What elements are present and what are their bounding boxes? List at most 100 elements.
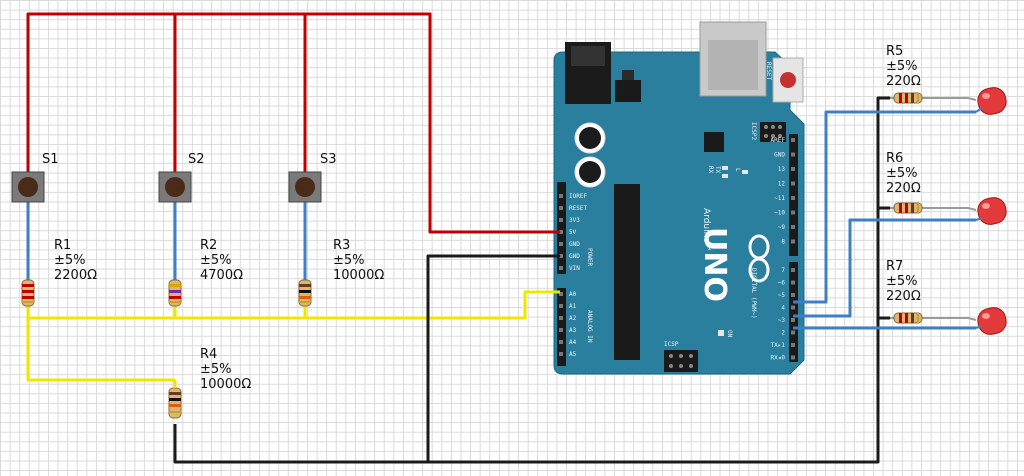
pin-label: A1	[569, 303, 577, 310]
resistor-value: 220Ω	[886, 181, 921, 196]
pin-label: 7	[781, 267, 785, 274]
icsp2-label: ICSP2	[750, 122, 757, 140]
pin-label: A0	[569, 291, 577, 298]
pin-label: 12	[778, 181, 786, 188]
resistor-value: 220Ω	[886, 74, 921, 89]
switch-s1: S1	[11, 152, 59, 203]
pin-label: 8	[781, 239, 785, 246]
icsp2-header	[760, 122, 786, 142]
switch-label: S3	[320, 152, 337, 167]
header-pin	[791, 225, 795, 229]
resistor-r5	[890, 92, 926, 104]
icsp-label: ICSP	[664, 341, 679, 348]
resistor-r7	[890, 312, 926, 324]
led-1	[926, 87, 1007, 115]
wire-gnd-main	[173, 96, 890, 464]
header-pin	[559, 352, 563, 356]
label-r5: R5 ±5% 220Ω	[886, 44, 921, 89]
digital-header-bottom	[789, 262, 798, 362]
header-pin	[559, 328, 563, 332]
header-pin	[791, 280, 795, 285]
on-label: ON	[726, 330, 733, 338]
wire-d4-led1	[793, 110, 976, 304]
switch-label: S2	[188, 152, 205, 167]
digital-header-label: DIGITAL (PWM~)	[750, 268, 757, 319]
resistor-value: 10000Ω	[200, 377, 251, 392]
analog-header-label: ANALOG IN	[586, 310, 593, 343]
header-pin	[559, 242, 563, 246]
resistor-tolerance: ±5%	[333, 253, 365, 268]
header-pin	[559, 206, 563, 210]
header-pin	[559, 340, 563, 344]
reset-label: RESET	[765, 62, 772, 80]
resistor-name: R2	[200, 238, 217, 253]
pin-label: A2	[569, 315, 577, 322]
pin-label: ~6	[778, 280, 786, 287]
header-pin	[559, 218, 563, 222]
resistor-name: R6	[886, 151, 903, 166]
pin-label: ~11	[774, 195, 785, 202]
switch-s3: S3	[288, 152, 337, 203]
switch-label: S1	[42, 152, 59, 167]
header-pin	[791, 305, 795, 310]
icsp-header	[664, 350, 698, 372]
pin-label: A4	[569, 339, 577, 346]
label-r2: R2 ±5% 4700Ω	[200, 238, 243, 283]
header-pin	[791, 181, 795, 186]
wire-5v-main	[26, 12, 560, 234]
resistor-value: 2200Ω	[54, 268, 97, 283]
resistor-name: R4	[200, 347, 217, 362]
pin-label: 5V	[569, 229, 577, 236]
header-pin	[791, 138, 795, 142]
pin-label: ~9	[778, 224, 786, 231]
pin-label: GND	[569, 253, 580, 260]
header-pin	[559, 316, 563, 320]
resistor-tolerance: ±5%	[886, 59, 918, 74]
header-pin	[559, 230, 563, 234]
resistor-r4	[168, 380, 182, 419]
digital-header-top	[789, 134, 798, 256]
label-r1: R1 ±5% 2200Ω	[54, 238, 97, 283]
pin-label: VIN	[569, 265, 580, 272]
pin-label: 2	[781, 330, 785, 337]
pin-label: ~10	[774, 210, 785, 217]
resistor-value: 4700Ω	[200, 268, 243, 283]
resistor-value: 220Ω	[886, 289, 921, 304]
pin-label: 4	[781, 305, 785, 312]
pin-label: 3V3	[569, 217, 580, 224]
label-r6: R6 ±5% 220Ω	[886, 151, 921, 196]
wire-a0	[305, 290, 560, 320]
resistor-name: R7	[886, 259, 903, 274]
pin-label: ~5	[778, 292, 786, 299]
microcontroller-chip	[614, 184, 640, 360]
pin-label: TX▸1	[771, 342, 786, 349]
resistor-tolerance: ±5%	[886, 274, 918, 289]
pin-label: A5	[569, 351, 577, 358]
arduino-logo: UNO	[697, 227, 770, 302]
header-pin	[791, 196, 795, 200]
resistor-name: R1	[54, 238, 71, 253]
switch-s2: S2	[158, 152, 205, 203]
label-r7: R7 ±5% 220Ω	[886, 259, 921, 304]
resistor-r2	[168, 279, 182, 307]
resistor-tolerance: ±5%	[54, 253, 86, 268]
power-header	[557, 182, 566, 274]
uno-logo-text: UNO	[697, 227, 732, 302]
wires	[26, 12, 976, 464]
wire-d3-led2	[793, 218, 976, 318]
resistor-r3	[298, 279, 312, 307]
led-2	[926, 197, 1007, 225]
header-pin	[791, 343, 795, 347]
wire-r4-top	[26, 318, 175, 382]
header-pin	[791, 210, 795, 215]
pin-label: A3	[569, 327, 577, 334]
pin-label: GND	[569, 241, 580, 248]
pin-label: RESET	[569, 205, 587, 212]
analog-header	[557, 288, 566, 366]
resistor-value: 10000Ω	[333, 268, 384, 283]
led-3	[926, 307, 1007, 335]
wire-analog-bus	[26, 302, 305, 320]
resistor-name: R3	[333, 238, 350, 253]
resistor-tolerance: ±5%	[200, 362, 232, 377]
